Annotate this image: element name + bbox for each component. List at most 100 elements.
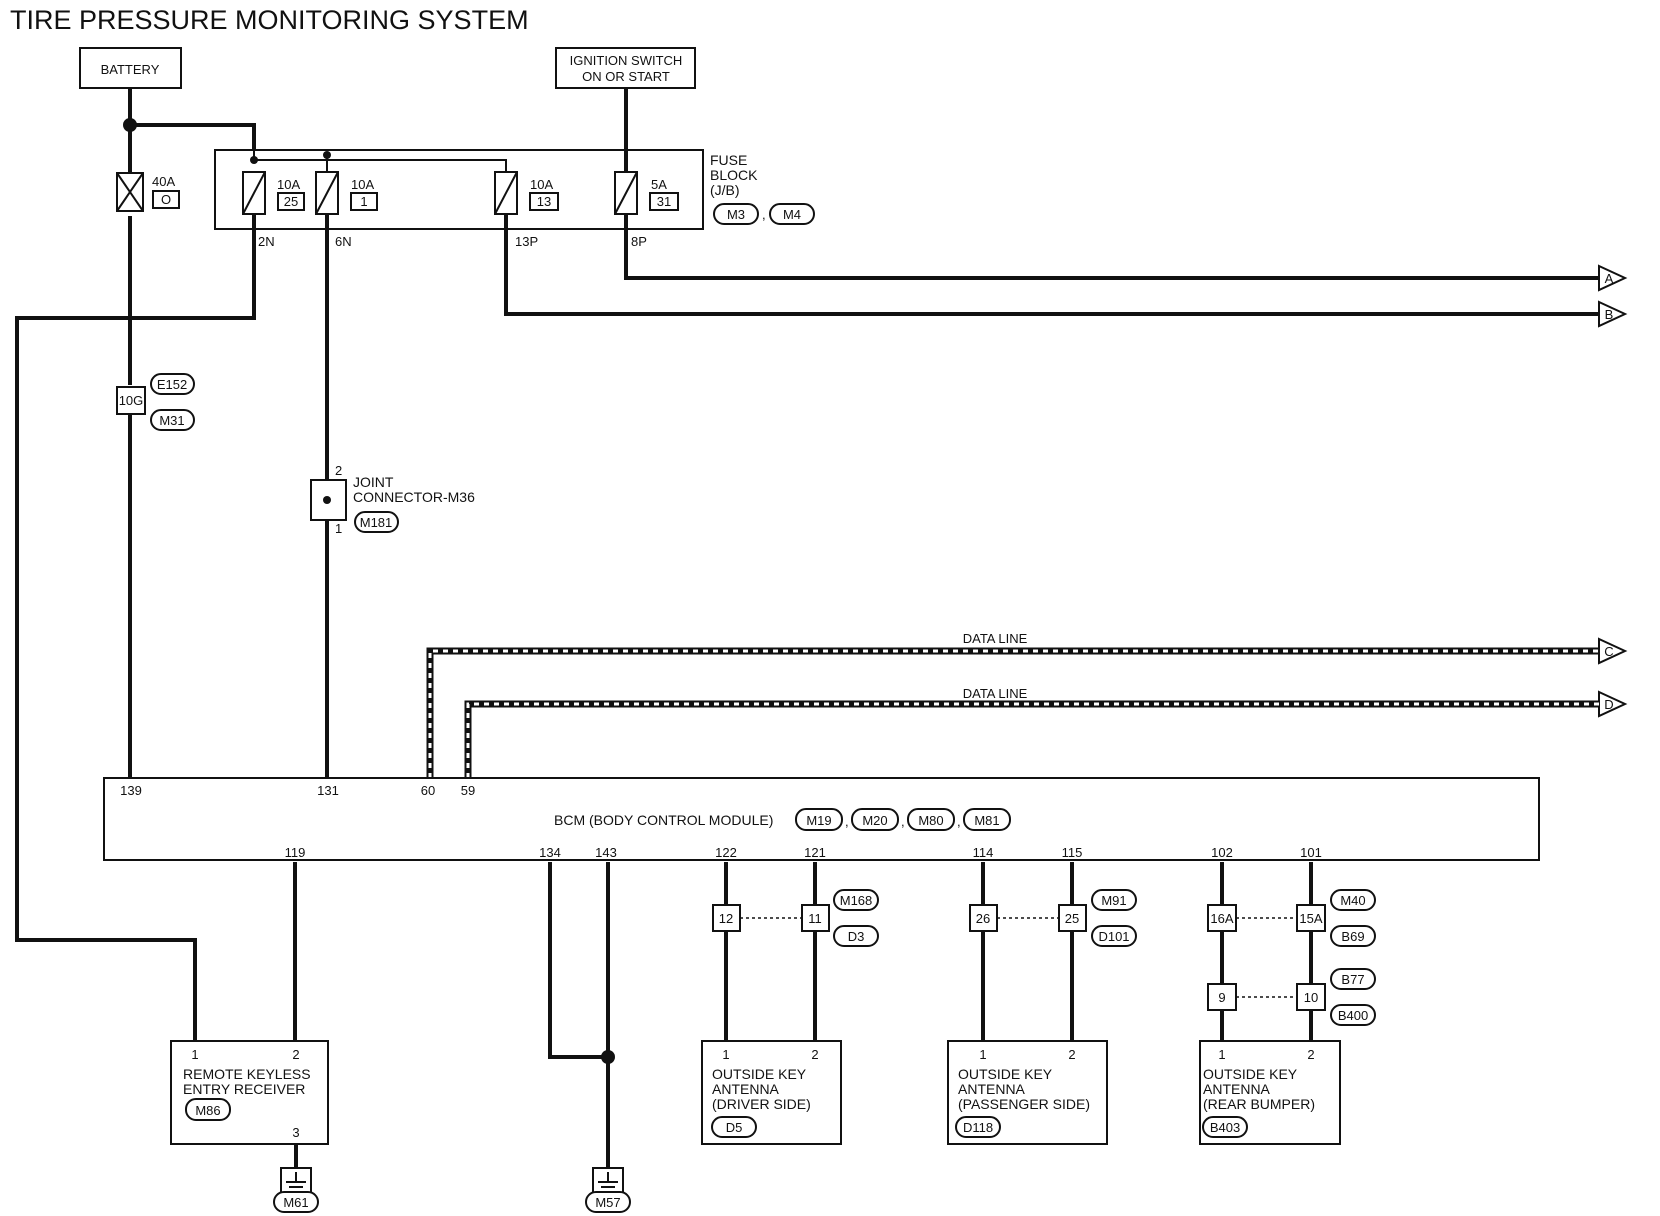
rear-antenna-line2: ANTENNA [1203,1081,1271,1097]
connector-separator: , [762,207,766,222]
rear-antenna-line1: OUTSIDE KEY [1203,1066,1298,1082]
bcm-pin-122: 122 [715,845,737,860]
data-line-label-c: DATA LINE [963,631,1028,646]
fuse-block-label-line2: BLOCK [710,167,758,183]
driver-antenna-pin-1: 1 [722,1047,729,1062]
data-lines: DATA LINE DATA LINE [426,631,1600,778]
rear-antenna-pin-1: 1 [1218,1047,1225,1062]
harness-connector-m168-d3: 12 11 M168 D3 [712,889,879,947]
fuse-31: 5A 31 8P [614,171,679,249]
battery-label: BATTERY [101,62,160,77]
bcm: 139 131 60 59 BCM (BODY CONTROL MODULE) … [103,777,1540,861]
harness-pin-9: 9 [1218,990,1225,1005]
lower-wires [293,862,1313,1168]
receiver-label-line2: ENTRY RECEIVER [183,1081,305,1097]
battery-wires [123,88,628,778]
ignition-switch-source: IGNITION SWITCH ON OR START [555,47,696,89]
inline-connector-pin: 10G [119,393,144,408]
bcm-connector-m20: M20 [862,813,887,828]
bcm-label: BCM (BODY CONTROL MODULE) [554,812,773,828]
receiver-pin-3: 3 [292,1125,299,1140]
rear-antenna-pin-2: 2 [1307,1047,1314,1062]
connector-separator: , [901,814,905,829]
fusible-link-id: O [161,192,171,207]
joint-connector-line2: CONNECTOR-M36 [353,489,475,505]
harness-pin-25: 25 [1065,911,1079,926]
bcm-connector-m19: M19 [806,813,831,828]
fusible-link-40a: 40A O [116,172,180,212]
fuse-25: 10A 25 2N [242,171,305,249]
bcm-pin-59: 59 [461,783,475,798]
harness-pin-11: 11 [808,911,822,926]
battery-source: BATTERY [79,47,182,89]
inline-connector-m31: M31 [159,413,184,428]
receiver-connector-m86: M86 [195,1103,220,1118]
harness-pin-15a: 15A [1299,911,1322,926]
offpage-b-label: B [1605,307,1614,322]
harness-pin-12: 12 [719,911,733,926]
harness-connector-d101: D101 [1098,929,1129,944]
inline-connector-10g: 10G E152 M31 [116,373,195,431]
fuse-25-terminal: 2N [258,234,275,249]
fuse-25-number: 25 [284,194,298,209]
fuse-block-label-line3: (J/B) [710,182,740,198]
bcm-pin-121: 121 [804,845,826,860]
bcm-pin-114: 114 [973,845,994,860]
harness-pin-26: 26 [976,911,990,926]
passenger-antenna-line1: OUTSIDE KEY [958,1066,1053,1082]
bcm-pin-119: 119 [285,845,306,860]
harness-connector-b77: B77 [1341,972,1364,987]
main-wires [15,214,1602,1041]
fuse-13-terminal: 13P [515,234,538,249]
joint-connector-m181: M181 [360,515,393,530]
fuse-13-number: 13 [537,194,551,209]
ignition-label-line1: IGNITION SWITCH [570,53,683,68]
offpage-c-label: C [1604,644,1613,659]
passenger-antenna-line2: ANTENNA [958,1081,1026,1097]
outside-key-antenna-rear-bumper: 1 2 OUTSIDE KEY ANTENNA (REAR BUMPER) B4… [1199,1040,1341,1145]
harness-connector-m168: M168 [840,893,873,908]
joint-connector-pin-top: 2 [335,463,342,478]
offpage-c: C [1598,637,1628,665]
ground-m61: M61 [273,1167,319,1213]
fuse-1-number: 1 [360,194,367,209]
bcm-pin-115: 115 [1062,845,1083,860]
offpage-d-label: D [1604,697,1613,712]
harness-connector-m91-d101: 26 25 M91 D101 [969,889,1137,947]
connector-separator: , [845,814,849,829]
bcm-pin-102: 102 [1211,845,1233,860]
driver-antenna-line1: OUTSIDE KEY [712,1066,807,1082]
bcm-pin-134: 134 [539,845,561,860]
data-line-label-d: DATA LINE [963,686,1028,701]
fuse-25-rating: 10A [277,177,300,192]
joint-connector-line1: JOINT [353,474,394,490]
driver-antenna-pin-2: 2 [811,1047,818,1062]
bcm-pin-131: 131 [317,783,339,798]
remote-keyless-entry-receiver: 1 2 REMOTE KEYLESS ENTRY RECEIVER M86 3 [170,1040,329,1145]
harness-pin-16a: 16A [1210,911,1233,926]
offpage-b: B [1598,300,1628,328]
bcm-connector-m80: M80 [918,813,943,828]
joint-connector-m36: 2 1 JOINT CONNECTOR-M36 M181 [310,463,475,536]
fuse-31-terminal: 8P [631,234,647,249]
ground-m61-label: M61 [283,1195,308,1210]
harness-connector-b400: B400 [1338,1008,1368,1023]
fusible-link-rating: 40A [152,174,175,189]
receiver-pin-2: 2 [292,1047,299,1062]
fuse-1-rating: 10A [351,177,374,192]
ground-m57-label: M57 [595,1195,620,1210]
fuse-block-connector-m4: M4 [783,207,801,222]
ground-m57: M57 [585,1167,631,1213]
page-title: TIRE PRESSURE MONITORING SYSTEM [10,5,529,35]
harness-connector-b69: B69 [1341,929,1364,944]
harness-pin-10: 10 [1304,990,1318,1005]
inline-connector-e152: E152 [157,377,187,392]
harness-connector-m91: M91 [1101,893,1126,908]
harness-connector-b77-b400: 9 10 B77 B400 [1207,968,1376,1026]
fuse-31-rating: 5A [651,177,667,192]
harness-connector-m40-b69: 16A 15A M40 B69 [1207,889,1376,947]
outside-key-antenna-passenger: 1 2 OUTSIDE KEY ANTENNA (PASSENGER SIDE)… [947,1040,1108,1145]
fuse-1: 10A 1 6N [315,171,378,249]
bcm-connector-m81: M81 [974,813,999,828]
